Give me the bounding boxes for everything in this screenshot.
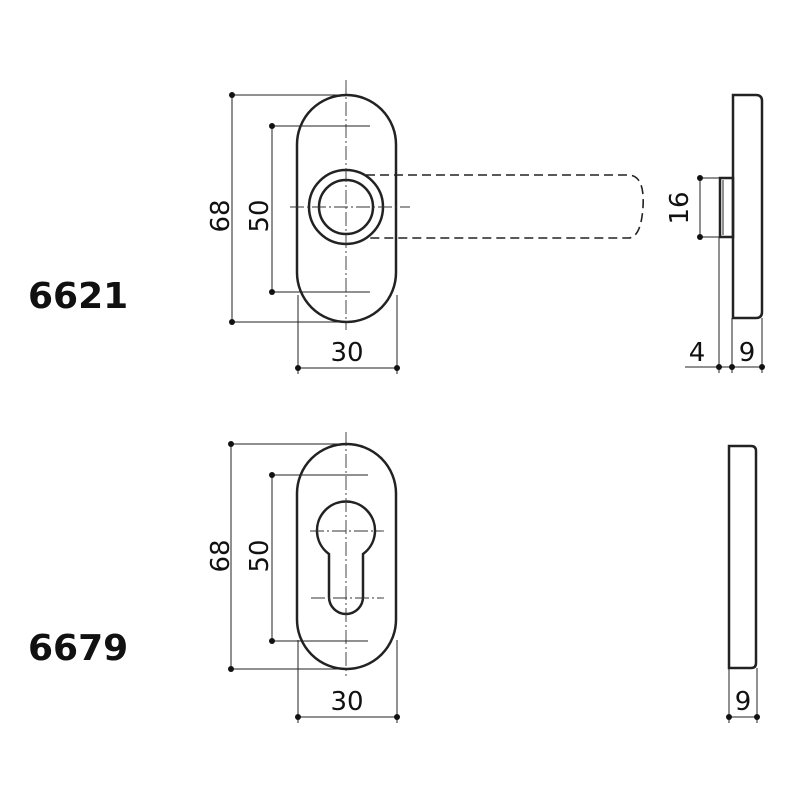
keyhole-outline — [315, 500, 377, 616]
side-plate — [727, 444, 758, 670]
dim-width: 30 — [330, 687, 363, 717]
dim-hole-spacing: 50 — [245, 539, 275, 572]
model-6621-drawing: 6621 68 50 30 16 — [28, 80, 765, 374]
dim-height: 68 — [206, 199, 236, 232]
model-6679-drawing: 6679 68 50 30 9 — [28, 432, 760, 723]
handle-hidden-outline — [366, 174, 645, 239]
model-code-6621: 6621 — [28, 276, 128, 317]
model-code-6679: 6679 — [28, 628, 128, 669]
dim-width: 30 — [330, 338, 363, 368]
dim-hole-spacing: 50 — [245, 199, 275, 232]
dim-rose-thickness: 4 — [689, 338, 706, 368]
side-plate — [731, 93, 764, 320]
dim-rose-diameter: 16 — [665, 191, 695, 224]
side-rose — [718, 176, 735, 239]
dim-height: 68 — [206, 539, 236, 572]
dim-plate-thickness: 9 — [739, 338, 756, 368]
escutcheon-outline — [295, 93, 398, 324]
escutcheon-outline — [295, 442, 398, 671]
dim-plate-thickness: 9 — [735, 687, 752, 717]
